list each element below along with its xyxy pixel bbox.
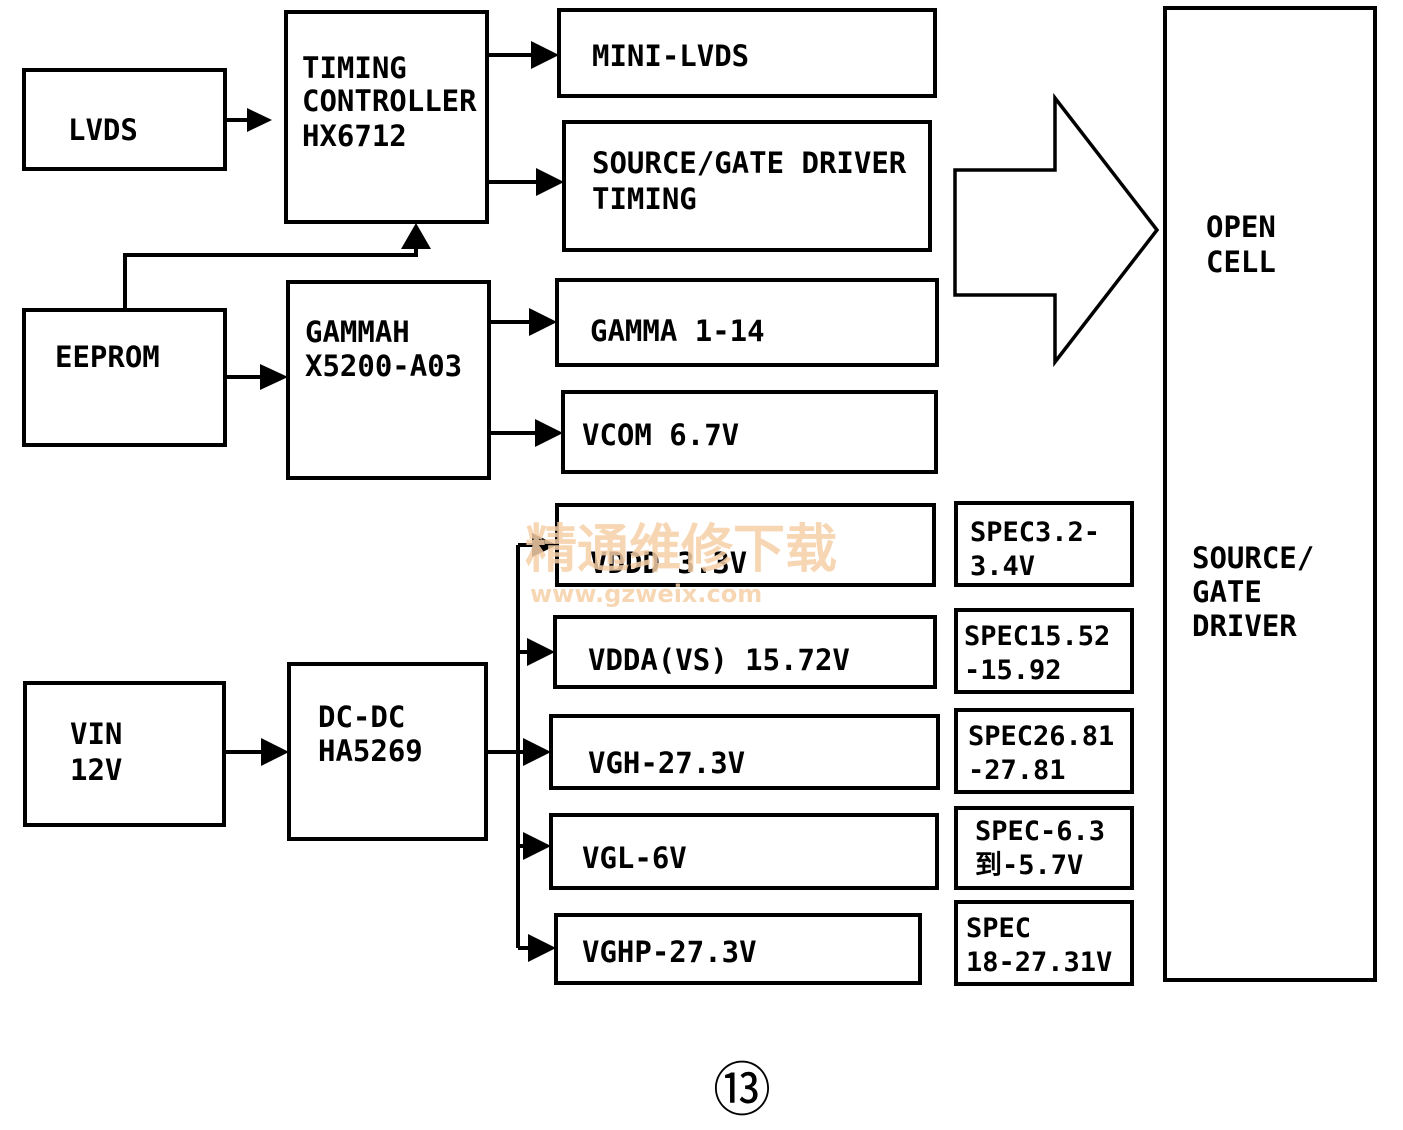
spec-vgh-label: SPEC26.81 -27.81 <box>968 721 1131 786</box>
open-cell-label: OPEN CELL <box>1206 210 1293 279</box>
spec-vgh-block <box>954 708 1134 794</box>
arrowhead-eeprom-tcon <box>401 223 431 249</box>
vdda-label: VDDA(VS) 15.72V <box>588 643 850 677</box>
timing-controller-block <box>284 10 489 224</box>
spec-vghp-label: SPEC 18-27.31V <box>966 913 1112 978</box>
spec-vgl-block <box>954 806 1134 890</box>
source-gate-timing-label: SOURCE/GATE DRIVER TIMING <box>592 146 924 216</box>
spec-vgl-label: SPEC-6.3 到-5.7V <box>975 816 1121 881</box>
timing-controller-label: TIMING CONTROLLER HX6712 <box>302 51 494 153</box>
signal-flow-arrow <box>953 92 1160 368</box>
lvds-block <box>22 68 227 171</box>
vcom-block <box>561 390 938 474</box>
spec-vddd-block <box>954 501 1134 587</box>
arrowhead-mini-lvds <box>531 41 559 69</box>
arrowhead-eeprom-gamma <box>260 364 288 390</box>
arrowhead-vddd <box>532 533 557 557</box>
arrowhead-gamma-out <box>529 308 557 336</box>
arrowhead-vgh <box>523 738 551 766</box>
vghp-label: VGHP-27.3V <box>582 935 757 969</box>
vgh-label: VGH-27.3V <box>588 746 745 780</box>
vcom-label: VCOM 6.7V <box>582 418 739 452</box>
spec-vdda-label: SPEC15.52 -15.92 <box>964 621 1127 686</box>
vgh-block <box>549 714 940 790</box>
eeprom-label: EEPROM <box>55 340 160 374</box>
spec-vghp-block <box>954 900 1134 986</box>
mini-lvds-block <box>557 8 937 98</box>
vin-label: VIN 12V <box>70 717 140 787</box>
arrowhead-vghp <box>528 934 556 962</box>
dcdc-block <box>287 662 488 841</box>
gamma-output-block <box>555 278 939 367</box>
gamma-ic-label: GAMMAH X5200-A03 <box>305 315 462 383</box>
arrowhead-vgl <box>523 832 551 860</box>
arrowhead-vdda <box>527 638 555 666</box>
source-gate-driver-label: SOURCE/ GATE DRIVER <box>1192 541 1332 643</box>
arrowhead-lvds-tcon <box>247 108 272 132</box>
mini-lvds-label: MINI-LVDS <box>592 39 749 73</box>
eeprom-block <box>22 308 227 447</box>
source-gate-timing-block <box>562 120 932 252</box>
arrowhead-vin-dcdc <box>261 738 289 766</box>
open-cell-block <box>1163 6 1377 982</box>
gamma-ic-block <box>286 280 491 480</box>
arrowheads <box>247 41 564 962</box>
figure-number: ⑬ <box>713 1056 771 1124</box>
lvds-label: LVDS <box>68 113 138 147</box>
dcdc-label: DC-DC HA5269 <box>318 700 423 768</box>
spec-vddd-label: SPEC3.2- 3.4V <box>970 517 1116 582</box>
watermark-chinese: 精通维修下载 <box>525 520 837 580</box>
vddd-label: VDDD 3.3V <box>590 546 747 580</box>
vgl-label: VGL-6V <box>582 841 687 875</box>
vgl-block <box>549 813 939 890</box>
spec-vdda-block <box>954 608 1134 694</box>
vin-block <box>23 681 226 827</box>
watermark-url: www.gzweix.com <box>530 580 762 608</box>
arrowhead-source-gate-timing <box>536 168 564 196</box>
vghp-block <box>554 913 922 985</box>
arrowhead-vcom <box>535 419 563 447</box>
gamma-output-label: GAMMA 1-14 <box>590 314 765 348</box>
